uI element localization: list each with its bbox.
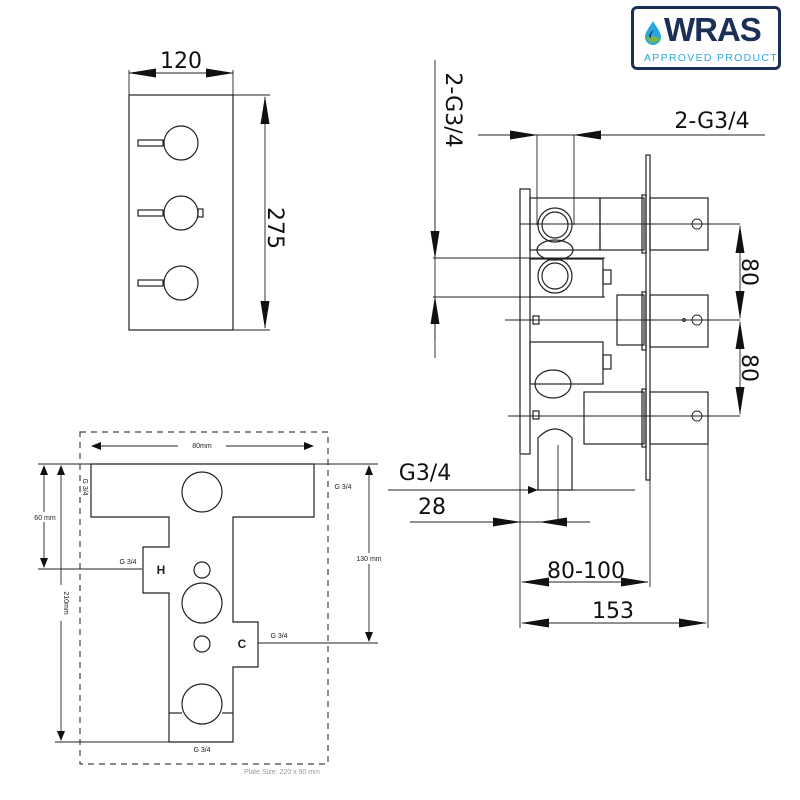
water-drop-icon xyxy=(645,21,661,45)
wras-brand: WRAS xyxy=(664,11,762,48)
front-view: 120 275 xyxy=(128,49,287,331)
cold-port-label: G 3/4 xyxy=(270,633,287,640)
side-view: 2-G3/4 2-G3/4 xyxy=(388,60,765,628)
front-plate xyxy=(128,94,234,331)
hot-marker: H xyxy=(157,563,166,577)
valve-body-outline xyxy=(90,463,315,743)
installation-template: 80mm 60 mm 210mm 130 mm G 3/4 G 3/4 G 3/… xyxy=(31,431,384,776)
template-width-label: 80mm xyxy=(192,443,212,450)
spacing-label-upper: 80 xyxy=(736,258,761,286)
handle-top xyxy=(137,125,199,161)
inlet-port-label: G3/4 xyxy=(399,461,451,486)
mounting-plate xyxy=(519,188,531,455)
spacing-label-lower: 80 xyxy=(736,354,761,382)
wras-approved-badge: WRAS APPROVED PRODUCT xyxy=(631,6,781,70)
wras-subtitle: APPROVED PRODUCT xyxy=(644,52,778,64)
total-depth-label: 153 xyxy=(592,599,634,624)
top-vertical-port-label: 2-G3/4 xyxy=(440,72,465,147)
dim-210-label: 210mm xyxy=(62,591,69,615)
top-horizontal-port-label: 2-G3/4 xyxy=(674,109,749,134)
front-width-label: 120 xyxy=(160,49,202,74)
cold-marker: C xyxy=(238,637,247,651)
dim-60-label: 60 mm xyxy=(34,515,56,522)
handle-bottom xyxy=(137,265,199,301)
dim-130-label: 130 mm xyxy=(356,556,381,563)
front-height-label: 275 xyxy=(262,207,287,249)
plate-outline xyxy=(79,431,329,765)
valve-bodies xyxy=(529,194,709,520)
handle-middle xyxy=(137,195,204,231)
depth-28-label: 28 xyxy=(418,495,446,520)
bottom-port-label: G 3/4 xyxy=(193,747,210,754)
top-right-port-label: G 3/4 xyxy=(334,484,351,491)
top-left-port-label: G 3/4 xyxy=(81,478,88,495)
depth-range-label: 80-100 xyxy=(547,559,625,584)
hot-port-label: G 3/4 xyxy=(119,559,136,566)
plate-size-label: Plate Size: 220 x 90 mm xyxy=(244,769,320,776)
